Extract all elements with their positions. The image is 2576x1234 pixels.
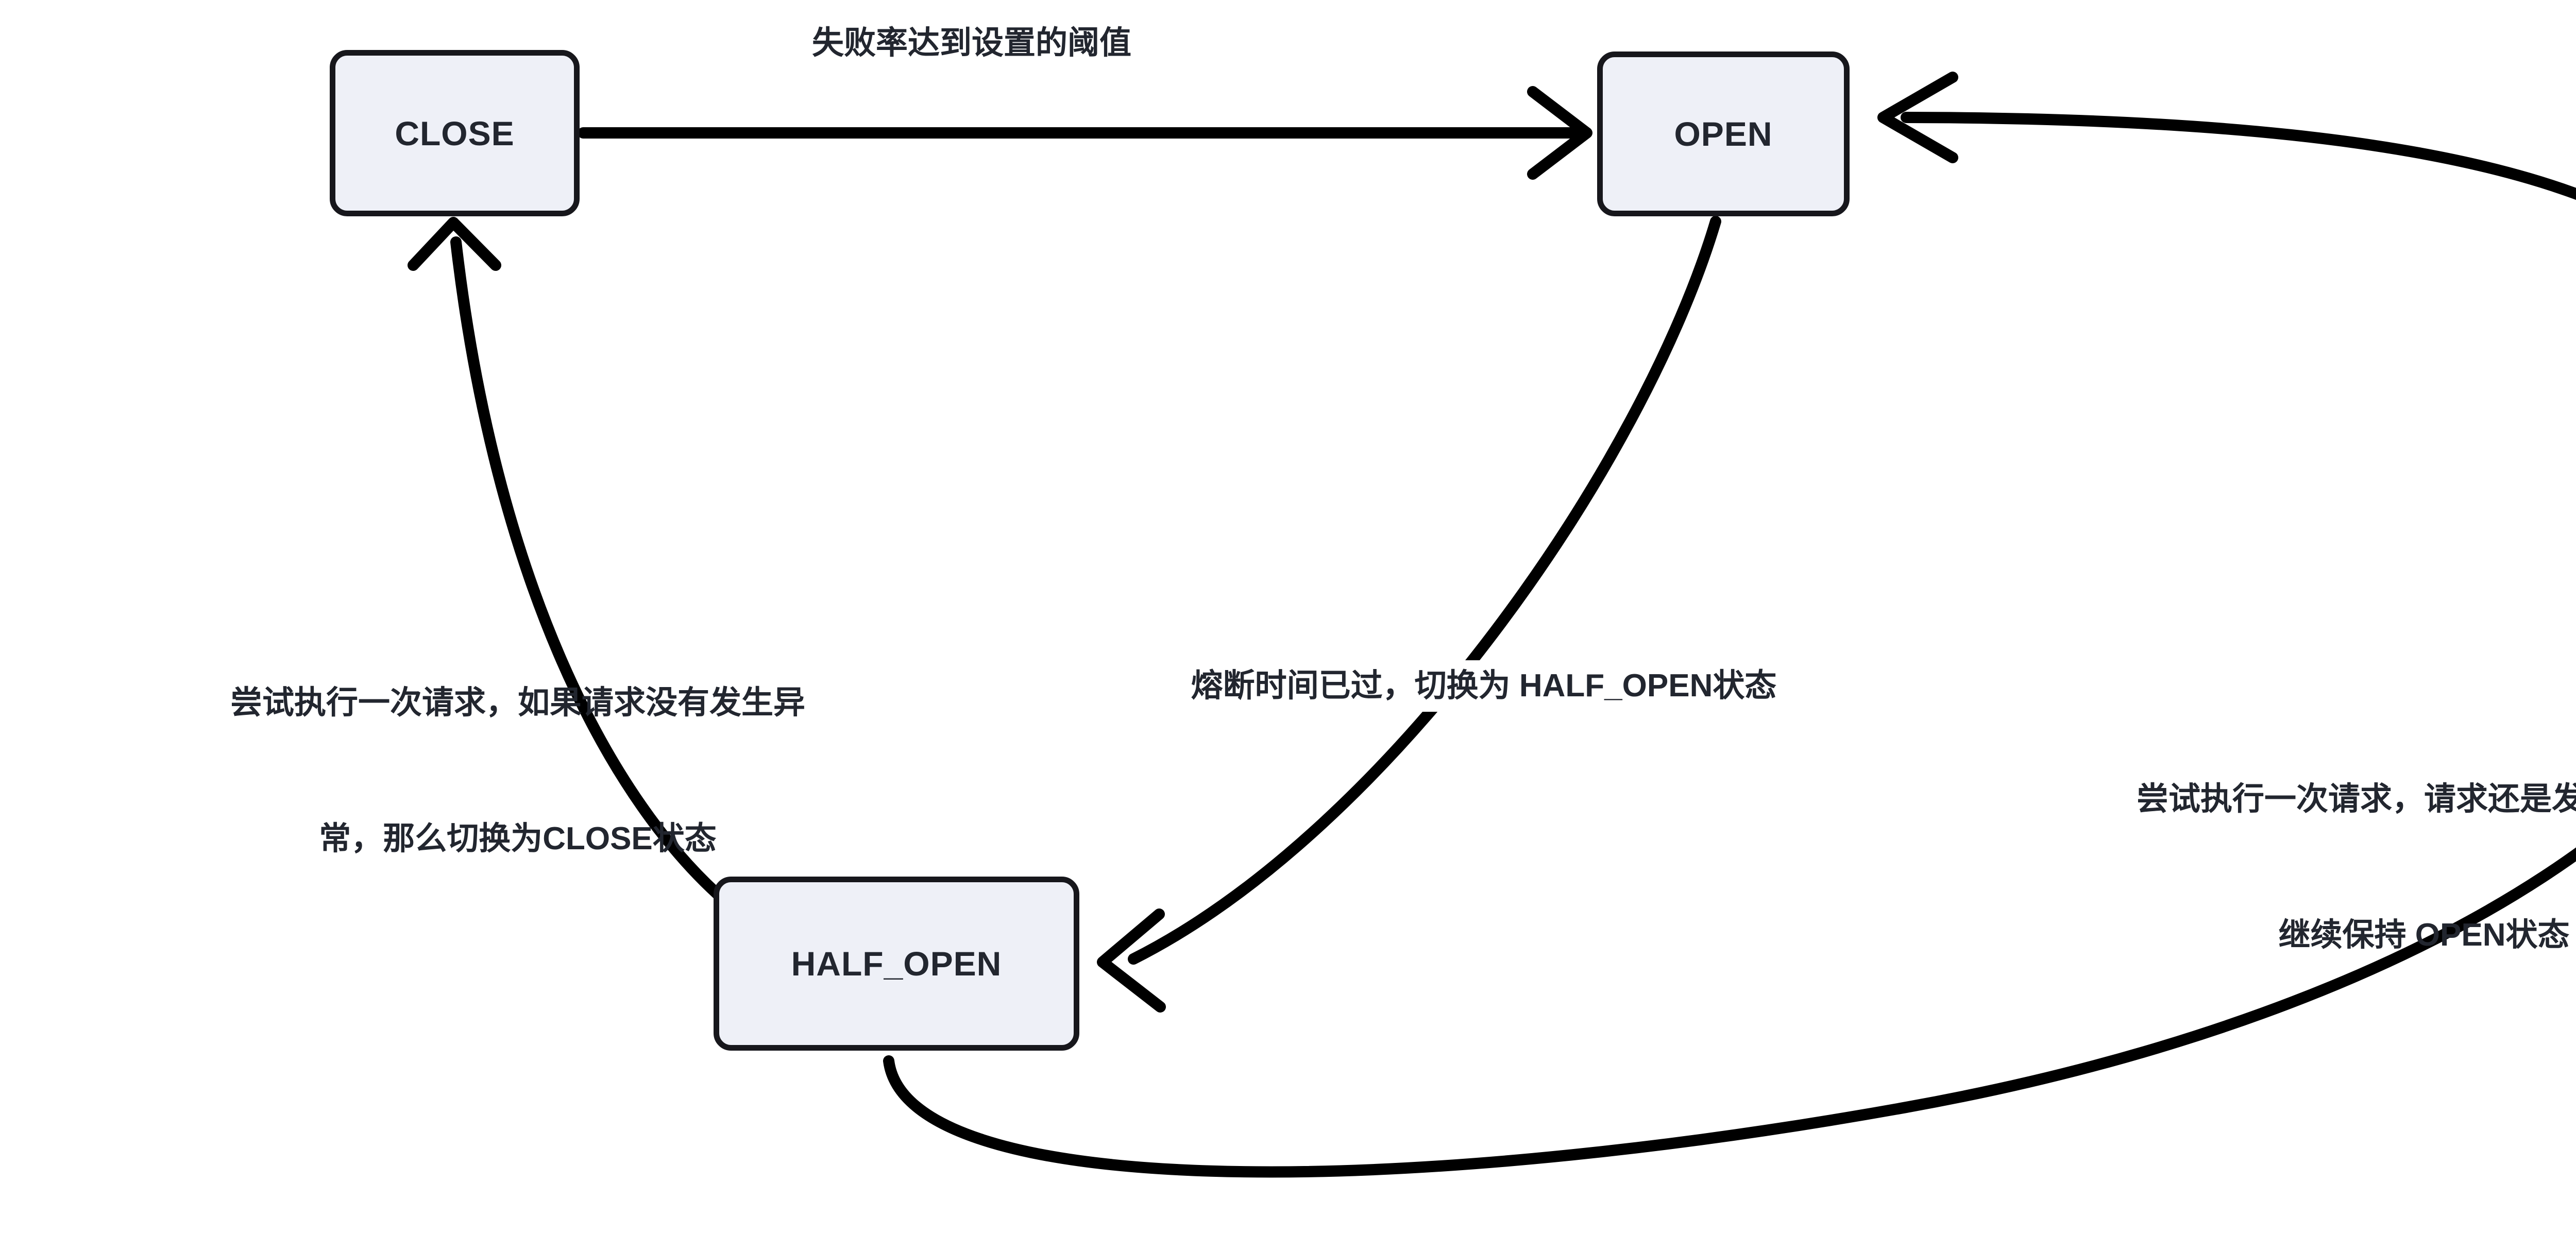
state-node-close-label: CLOSE <box>395 114 515 152</box>
edge-label-half-open-to-close-line2: 常，那么切换为CLOSE状态 <box>319 821 717 857</box>
edge-label-half-open-to-close-line1: 尝试执行一次请求，如果请求没有发生异 <box>230 685 805 721</box>
edge-label-half-open-to-open-line2: 继续保持 OPEN状态 <box>2278 917 2570 953</box>
edge-open-to-half-open-arrowhead <box>1097 909 1166 1013</box>
edge-label-half-open-to-close: 尝试执行一次请求，如果请求没有发生异 常，那么切换为CLOSE状态 <box>57 590 979 952</box>
edge-half-open-to-open <box>883 72 2576 1178</box>
edge-close-to-open <box>578 86 1592 180</box>
edge-half-open-to-close-arrowhead <box>408 217 501 271</box>
state-node-open-label: OPEN <box>1674 115 1773 153</box>
edge-half-open-to-open-line <box>883 112 2576 1178</box>
state-node-half-open-label: HALF_OPEN <box>791 945 1002 983</box>
edge-label-open-to-half-open: 熔断时间已过，切换为 HALF_OPEN状态 <box>1025 660 1942 712</box>
edge-half-open-to-close-line <box>450 236 737 912</box>
edge-label-half-open-to-open: 尝试执行一次请求，请求还是发生异常， 继续保持 OPEN状态 <box>2056 686 2576 1049</box>
edge-label-half-open-to-open-line1: 尝试执行一次请求，请求还是发生异常， <box>2136 781 2576 817</box>
edge-half-open-to-close <box>408 217 737 912</box>
edge-half-open-to-open-arrowhead <box>1877 72 1958 163</box>
state-node-close[interactable]: CLOSE <box>330 50 580 216</box>
edge-close-to-open-arrowhead <box>1527 86 1592 180</box>
state-node-open[interactable]: OPEN <box>1597 52 1850 216</box>
edge-open-to-half-open-line <box>1128 216 1721 965</box>
edge-open-to-half-open <box>1097 216 1721 1013</box>
state-node-half-open[interactable]: HALF_OPEN <box>714 877 1079 1051</box>
edge-label-close-to-open: 失败率达到设置的阈值 <box>804 16 1140 71</box>
